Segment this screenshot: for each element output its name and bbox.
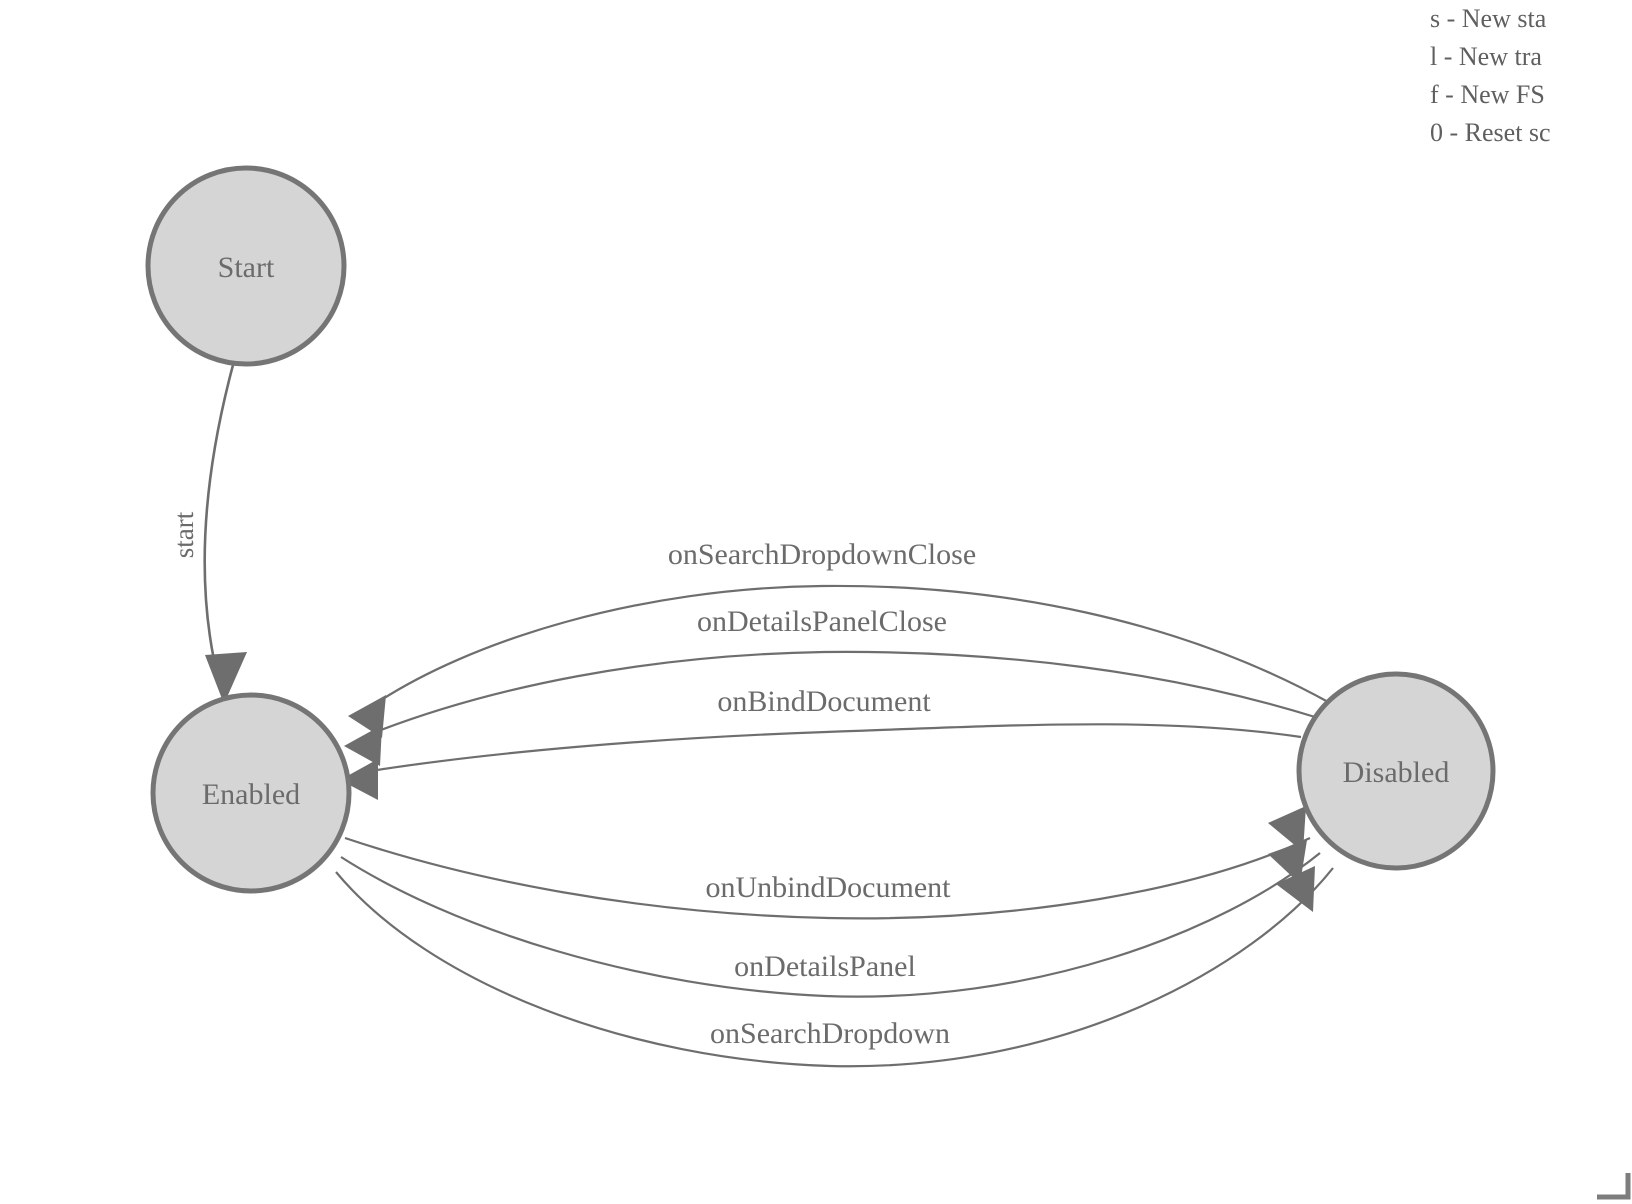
arrow-head-onbinddocument: [340, 759, 378, 800]
edge-start-to-enabled: start: [169, 364, 247, 704]
edge-disabled-to-enabled-bind-document: onBindDocument: [340, 685, 1302, 800]
edge-label-onsearchdropdownclose: onSearchDropdownClose: [668, 538, 976, 571]
edge-label-start: start: [169, 511, 199, 558]
help-line-new-fsm: f - New FS: [1430, 80, 1545, 109]
state-node-disabled[interactable]: Disabled: [1296, 671, 1496, 871]
help-line-new-transition: l - New tra: [1430, 42, 1542, 71]
state-label-enabled: Enabled: [202, 778, 300, 811]
arrow-head-onsearchdropdown: [1276, 866, 1315, 912]
edge-enabled-to-disabled-search-dropdown: onSearchDropdown: [335, 866, 1334, 1068]
state-label-start: Start: [218, 251, 275, 284]
edge-path-onsearchdropdown: [335, 867, 1334, 1068]
edge-disabled-to-enabled-search-dropdown-close: onSearchDropdownClose: [348, 538, 1331, 738]
edge-path-onunbinddocument: [344, 836, 1311, 920]
edge-label-onsearchdropdown: onSearchDropdown: [710, 1017, 950, 1050]
edge-label-onunbinddocument: onUnbindDocument: [706, 871, 952, 904]
help-line-reset-scale: 0 - Reset sc: [1430, 118, 1551, 147]
edge-disabled-to-enabled-details-panel-close: onDetailsPanelClose: [344, 605, 1316, 766]
edge-path-ondetailspanel: [340, 852, 1321, 998]
arrow-head-onunbinddocument: [1268, 806, 1306, 852]
arrow-head-ondetailspanelclose: [344, 725, 382, 766]
state-circle-enabled[interactable]: [150, 692, 352, 894]
edge-label-onbinddocument: onBindDocument: [717, 685, 931, 718]
edge-label-ondetailspanelclose: onDetailsPanelClose: [697, 605, 947, 638]
edge-enabled-to-disabled-details-panel: onDetailsPanel: [340, 840, 1321, 998]
help-line-new-state: s - New sta: [1430, 4, 1547, 33]
state-node-enabled[interactable]: Enabled: [150, 692, 352, 894]
edge-enabled-to-disabled-unbind-document: onUnbindDocument: [344, 806, 1311, 920]
arrow-head-ondetailspanel: [1268, 840, 1307, 884]
edge-path-ondetailspanelclose: [367, 650, 1316, 737]
resize-corner-handle[interactable]: [1597, 1173, 1631, 1200]
state-circle-disabled[interactable]: [1296, 671, 1496, 871]
edge-label-ondetailspanel: onDetailsPanel: [734, 950, 916, 983]
arrow-head-onsearchdropdownclose: [348, 695, 386, 738]
state-node-start[interactable]: Start: [145, 165, 347, 367]
help-overlay: s - New sta l - New tra f - New FS 0 - R…: [1430, 0, 1632, 152]
arrow-head-start-enabled: [205, 652, 247, 704]
edge-path-start-enabled: [203, 364, 235, 661]
state-label-disabled: Disabled: [1343, 756, 1450, 789]
resize-corner-icon[interactable]: [1597, 1173, 1631, 1200]
state-circle-start[interactable]: [145, 165, 347, 367]
edge-path-onsearchdropdownclose: [371, 584, 1331, 707]
edge-path-onbinddocument: [363, 723, 1302, 774]
